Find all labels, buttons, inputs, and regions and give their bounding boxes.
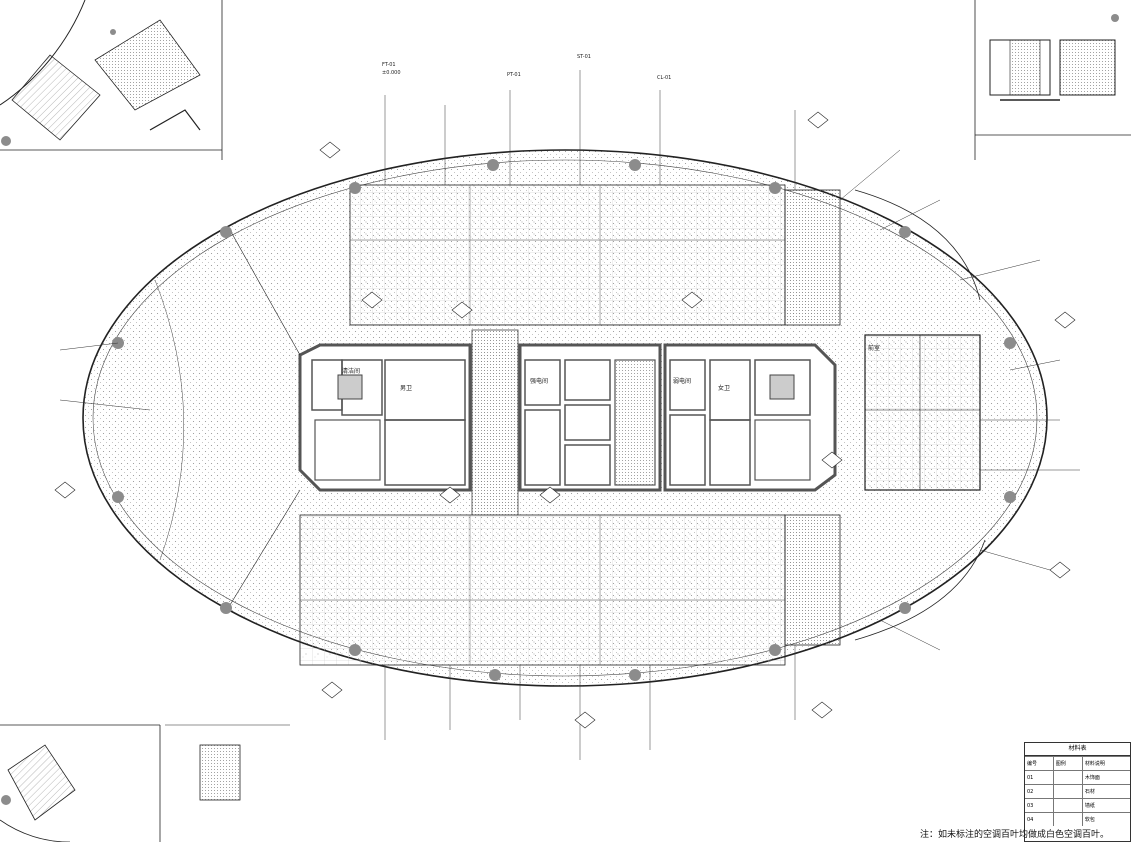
legend-table: 编号 图例 材料说明 01 木饰面 02 石材 03 墙纸 04 软包 (1025, 756, 1130, 826)
room-label-weak-elec: 弱电间 (673, 378, 692, 385)
inset-bottom-left (0, 724, 290, 842)
room-label-strong-elec: 强电间 (530, 378, 549, 385)
legend-cell: 03 (1025, 798, 1054, 813)
right-wing-rooms (784, 189, 986, 646)
material-legend: 材料表 编号 图例 材料说明 01 木饰面 02 石材 03 墙纸 04 软包 (1024, 742, 1131, 842)
section-markers (54, 111, 1076, 729)
legend-swatch (1052, 770, 1083, 785)
room-label-female-wc: 女卫 (718, 385, 731, 392)
annotation-leaders (59, 70, 1080, 760)
legend-cell: 02 (1025, 784, 1054, 799)
annotation-tag: FT-01 (382, 62, 396, 68)
legend-header-cell: 编号 (1025, 756, 1054, 771)
legend-cell: 墙纸 (1081, 798, 1130, 813)
lower-ceiling-grid (299, 514, 786, 666)
legend-swatch (1052, 784, 1083, 799)
room-label-male-wc: 男卫 (400, 385, 413, 392)
annotation-tag: PT-01 (507, 72, 521, 78)
left-wing-lines (154, 229, 301, 606)
room-label-anteroom: 前室 (868, 345, 881, 352)
annotation-tag: ST-01 (577, 54, 591, 60)
legend-row: 04 软包 (1025, 812, 1130, 826)
upper-ceiling-grid (349, 184, 786, 326)
drawing-note: 注：如未标注的空调百叶均做成白色空调百叶。 (919, 830, 1109, 840)
legend-swatch (1052, 798, 1083, 813)
legend-cell: 01 (1025, 770, 1054, 785)
building-core (298, 329, 837, 516)
legend-row: 02 石材 (1025, 784, 1130, 799)
inset-top-left (0, 0, 223, 160)
inset-top-right (974, 0, 1131, 160)
legend-row: 01 木饰面 (1025, 770, 1130, 785)
legend-cell: 木饰面 (1081, 770, 1130, 785)
room-label-cleaning: 清洁间 (342, 368, 361, 375)
legend-row: 03 墙纸 (1025, 798, 1130, 813)
legend-header-cell: 图例 (1052, 756, 1083, 771)
legend-title: 材料表 (1025, 743, 1130, 756)
annotation-tag: ±0.000 (382, 70, 401, 76)
legend-cell: 软包 (1081, 812, 1130, 826)
legend-cell: 石材 (1081, 784, 1130, 799)
legend-cell: 04 (1025, 812, 1054, 826)
structural-columns (112, 159, 1016, 681)
legend-header-cell: 材料说明 (1081, 756, 1130, 771)
annotation-tag: CL-01 (657, 75, 672, 81)
legend-swatch (1052, 812, 1083, 826)
legend-header-row: 编号 图例 材料说明 (1025, 756, 1130, 771)
